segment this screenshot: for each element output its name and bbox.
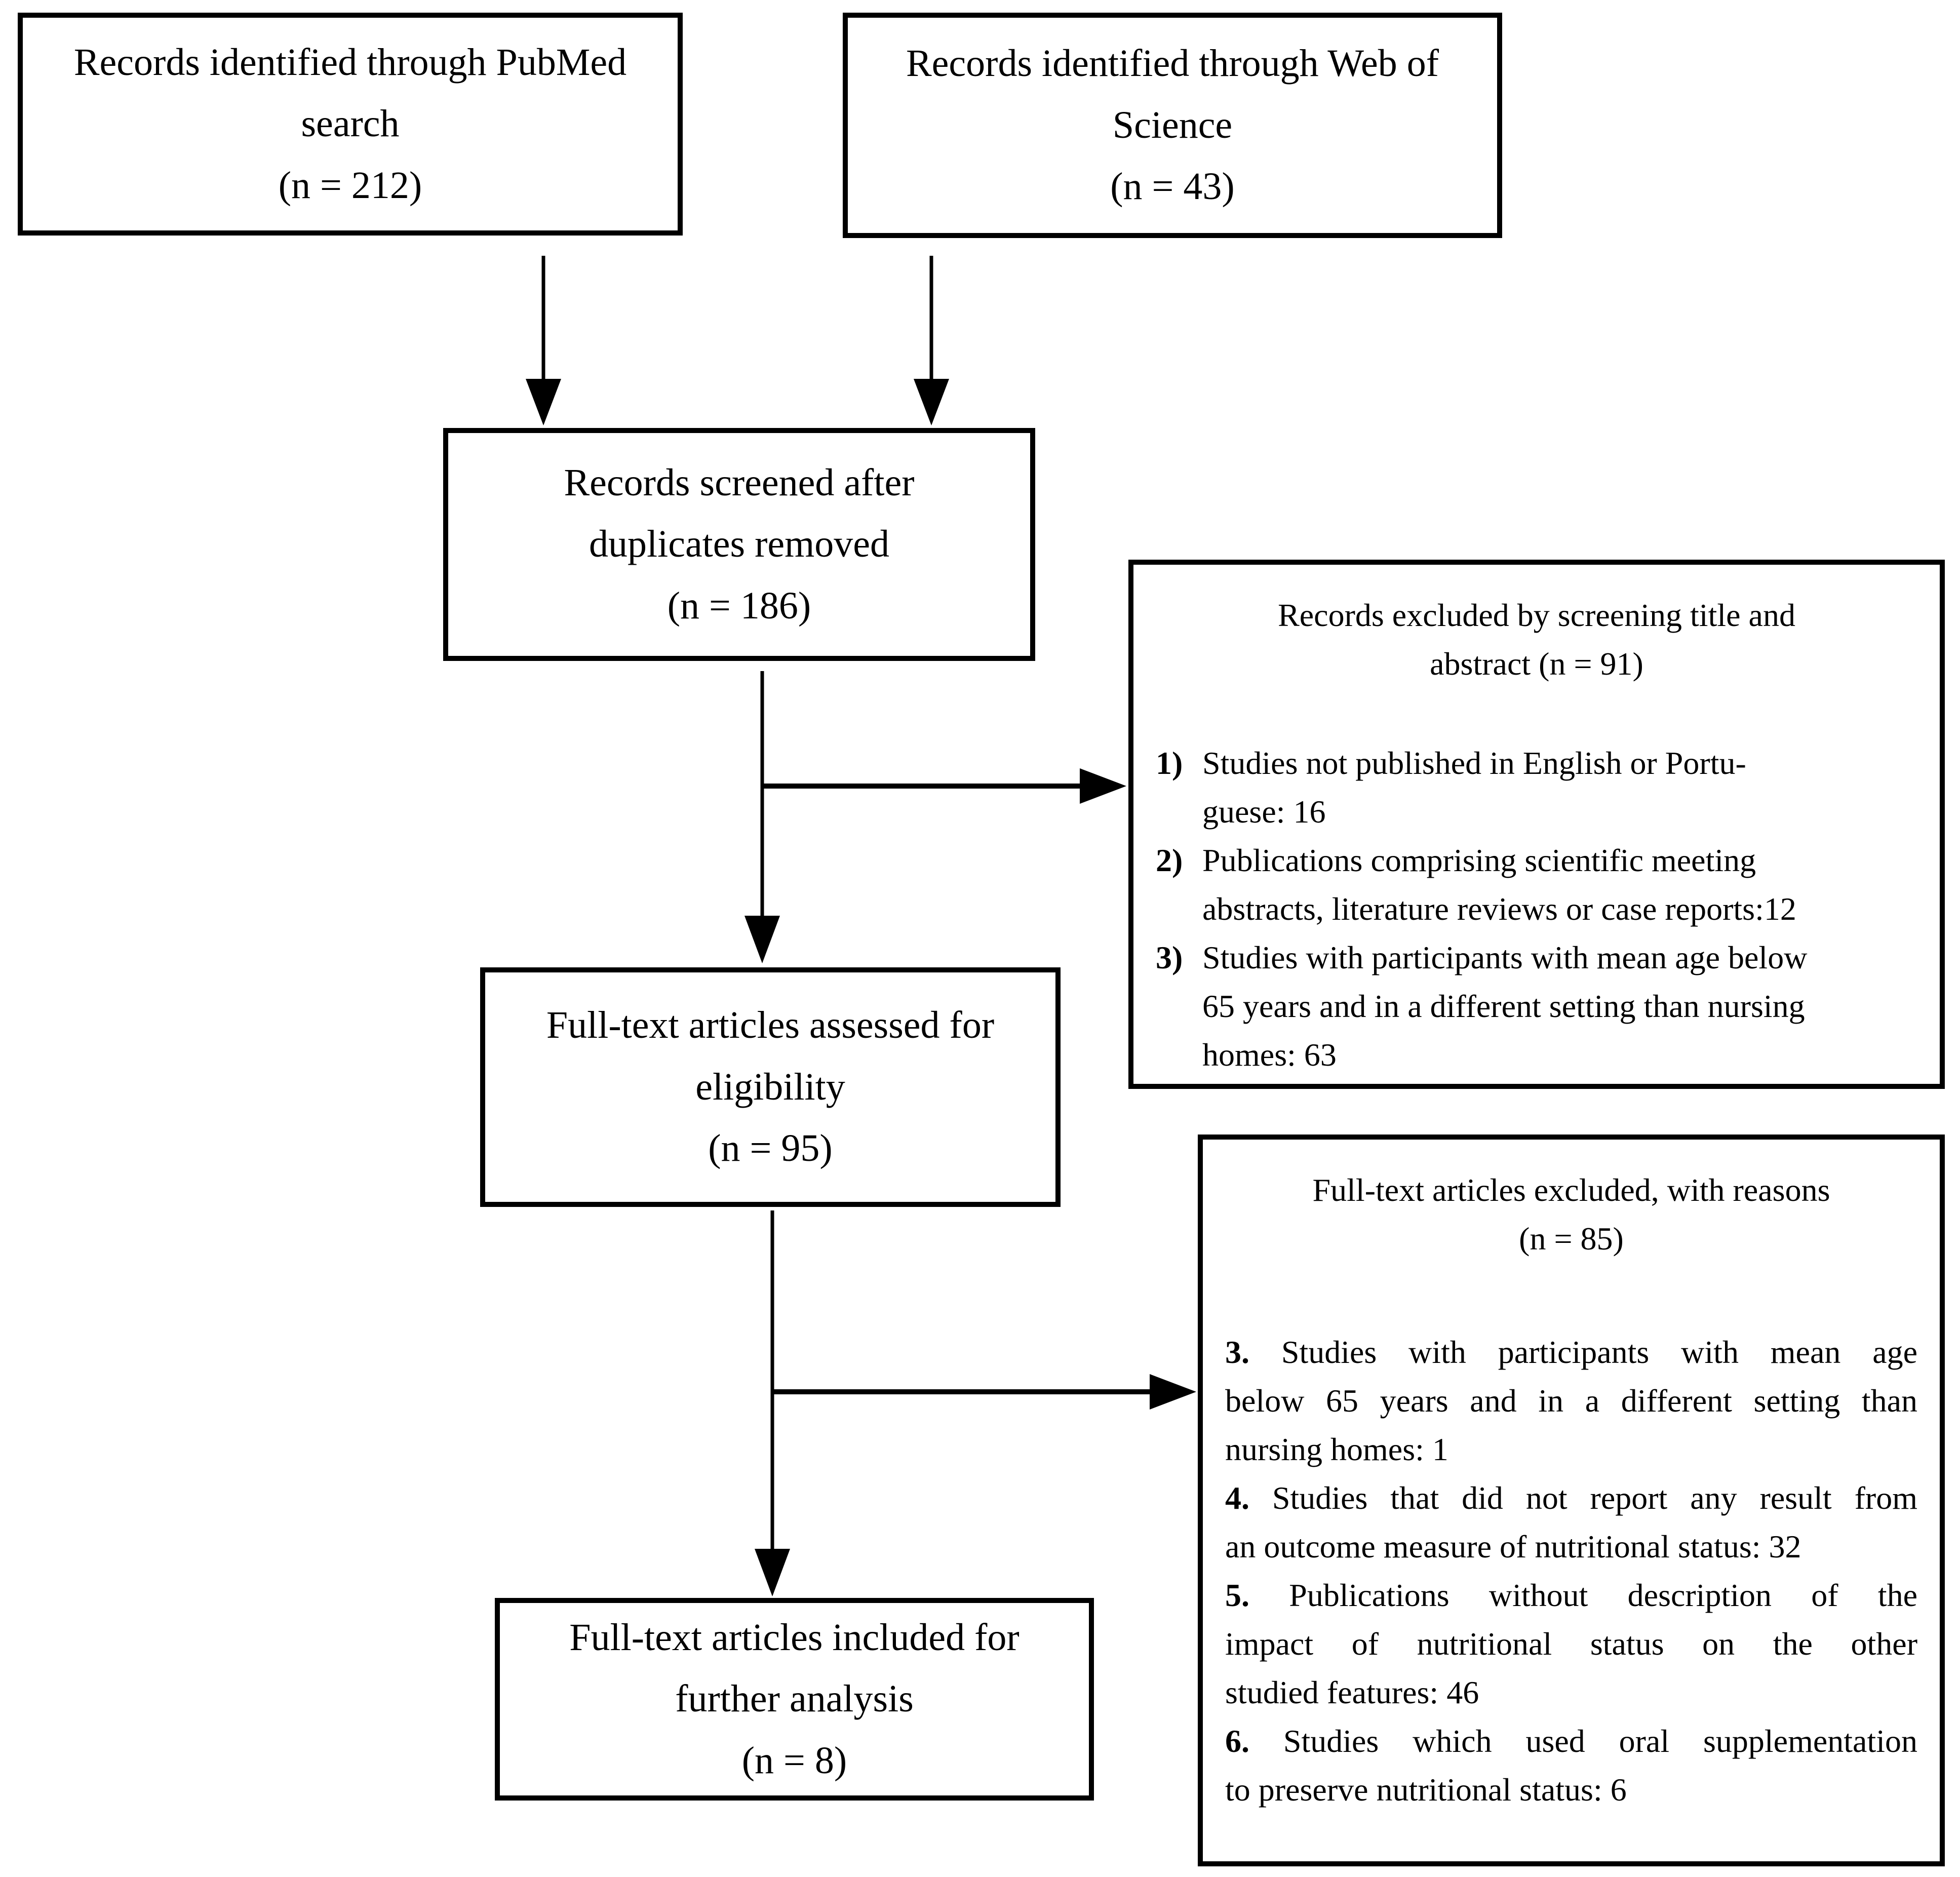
box-text-line: eligibility [695,1065,845,1108]
arrow-to-excluded-screening [762,768,1126,804]
box-records-pubmed: Records identified through PubMed search… [18,13,683,236]
arrow-wos-to-screened [914,256,949,425]
box-text-line: search [301,102,400,145]
records-count: (n = 8) [741,1739,847,1782]
box-text-line: duplicates removed [589,523,889,566]
excluded-screening-title: Records excluded by screening title and … [1278,597,1795,682]
arrow-pubmed-to-screened [526,256,561,425]
records-count: (n = 212) [278,164,422,207]
exclusion-reason: 6. Studies which used oral supplementati… [1225,1723,1918,1808]
box-fulltext-assessed: Full-text articles assessed for eligibil… [480,967,1061,1207]
exclusion-reason: 1) Studies not published in English or P… [1156,745,1746,830]
box-text-line: further analysis [675,1677,914,1720]
exclusion-reason: 3) Studies with participants with mean a… [1156,940,1808,1073]
exclusion-reason: 4. Studies that did not report any resul… [1225,1480,1918,1565]
box-records-web-of-science: Records identified through Web of Scienc… [843,13,1502,238]
box-excluded-by-screening: Records excluded by screening title and … [1128,560,1945,1089]
box-fulltext-excluded: Full-text articles excluded, with reason… [1198,1135,1945,1866]
arrow-screened-to-eligibility [744,671,780,963]
excluded-screening-reasons: 1) Studies not published in English or P… [1156,739,1917,1079]
records-count: (n = 43) [1110,165,1235,208]
box-text-line: Full-text articles included for [569,1616,1020,1659]
fulltext-excluded-reasons: 3. Studies with participants with mean a… [1225,1328,1917,1814]
arrow-eligibility-to-included [755,1210,790,1596]
box-fulltext-included: Full-text articles included for further … [495,1598,1094,1801]
arrow-to-excluded-fulltext [772,1374,1196,1410]
box-text-line: Full-text articles assessed for [546,1004,995,1047]
box-records-screened: Records screened after duplicates remove… [443,428,1035,661]
records-count: (n = 186) [667,584,811,627]
box-text-line: Records screened after [564,461,915,504]
records-count: (n = 95) [708,1127,833,1170]
exclusion-reason: 5. Publications without description of t… [1225,1577,1918,1710]
exclusion-reason: 3. Studies with participants with mean a… [1225,1334,1918,1467]
box-text-line: Records identified through Web of [906,42,1439,85]
exclusion-reason: 2) Publications comprising scientific me… [1156,842,1796,927]
box-text-line: Science [1112,103,1233,146]
fulltext-excluded-title: Full-text articles excluded, with reason… [1312,1172,1830,1257]
box-text-line: Records identified through PubMed [73,41,627,84]
